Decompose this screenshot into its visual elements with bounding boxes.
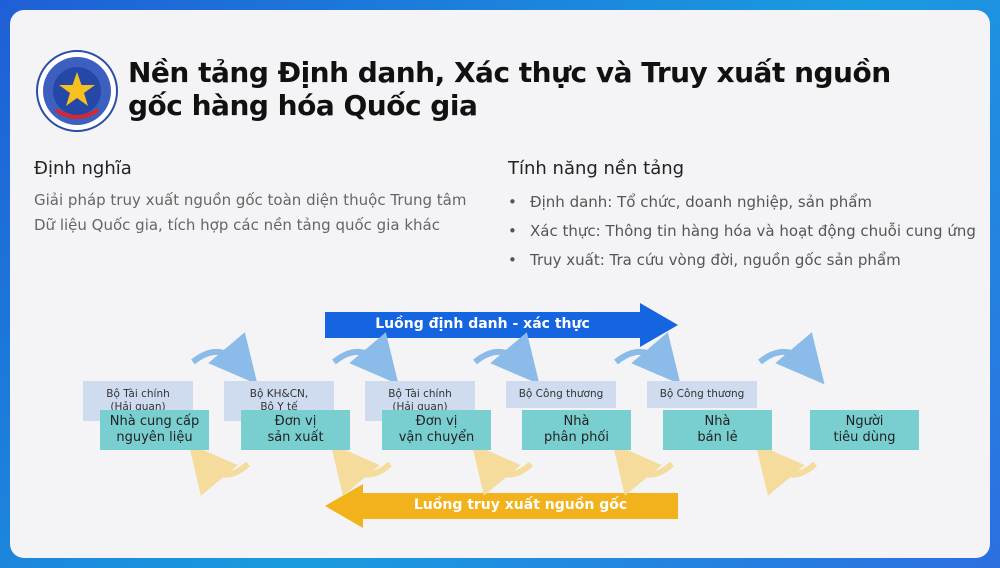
actor-box-consumer: Người tiêu dùng: [810, 410, 919, 450]
forward-curve-arrow: [191, 332, 258, 385]
forward-curve-arrow: [332, 332, 399, 385]
feature-text: Truy xuất: Tra cứu vòng đời, nguồn gốc s…: [530, 251, 901, 269]
actor-box-transporter: Đơn vị vận chuyển: [382, 410, 491, 450]
backward-curve-arrow: [755, 443, 818, 496]
ministry-box: Bộ Công thương: [506, 381, 616, 408]
association-logo: [36, 50, 118, 132]
feature-item: • Xác thực: Thông tin hàng hóa và hoạt độ…: [508, 217, 976, 246]
backward-curve-arrow: [471, 443, 534, 496]
features-list: • Định danh: Tổ chức, doanh nghiệp, sản p…: [508, 188, 976, 275]
actor-box-supplier: Nhà cung cấp nguyên liệu: [100, 410, 209, 450]
forward-curve-arrow: [473, 332, 540, 385]
backward-curve-arrow: [330, 443, 393, 496]
forward-curve-arrow: [614, 332, 681, 385]
backward-flow-label: Luồng truy xuất nguồn gốc: [413, 497, 628, 513]
definition-heading: Định nghĩa: [34, 158, 132, 179]
feature-text: Định danh: Tổ chức, doanh nghiệp, sản ph…: [530, 193, 873, 211]
definition-text: Giải pháp truy xuất nguồn gốc toàn diện …: [34, 191, 467, 234]
forward-flow-label: Luồng định danh - xác thực: [375, 316, 590, 332]
feature-text: Xác thực: Thông tin hàng hóa và hoạt độn…: [530, 222, 976, 240]
forward-curve-arrow: [758, 332, 825, 385]
actor-box-retailer: Nhà bán lẻ: [663, 410, 772, 450]
backward-curve-arrow: [188, 443, 251, 496]
bullet-icon: •: [508, 251, 517, 269]
backward-curve-arrow: [612, 443, 675, 496]
features-heading: Tính năng nền tảng: [508, 158, 685, 179]
ministry-box: Bộ Công thương: [647, 381, 757, 408]
bullet-icon: •: [508, 193, 517, 211]
actor-box-manufacturer: Đơn vị sản xuất: [241, 410, 350, 450]
bullet-icon: •: [508, 222, 517, 240]
actor-box-distributor: Nhà phân phối: [522, 410, 631, 450]
feature-item: • Truy xuất: Tra cứu vòng đời, nguồn gốc …: [508, 246, 976, 275]
forward-flow-arrow: [325, 303, 678, 347]
feature-item: • Định danh: Tổ chức, doanh nghiệp, sản p…: [508, 188, 976, 217]
star-icon: [59, 72, 95, 106]
backward-flow-arrow: [325, 484, 678, 528]
page-title: Nền tảng Định danh, Xác thực và Truy xuấ…: [128, 56, 891, 122]
